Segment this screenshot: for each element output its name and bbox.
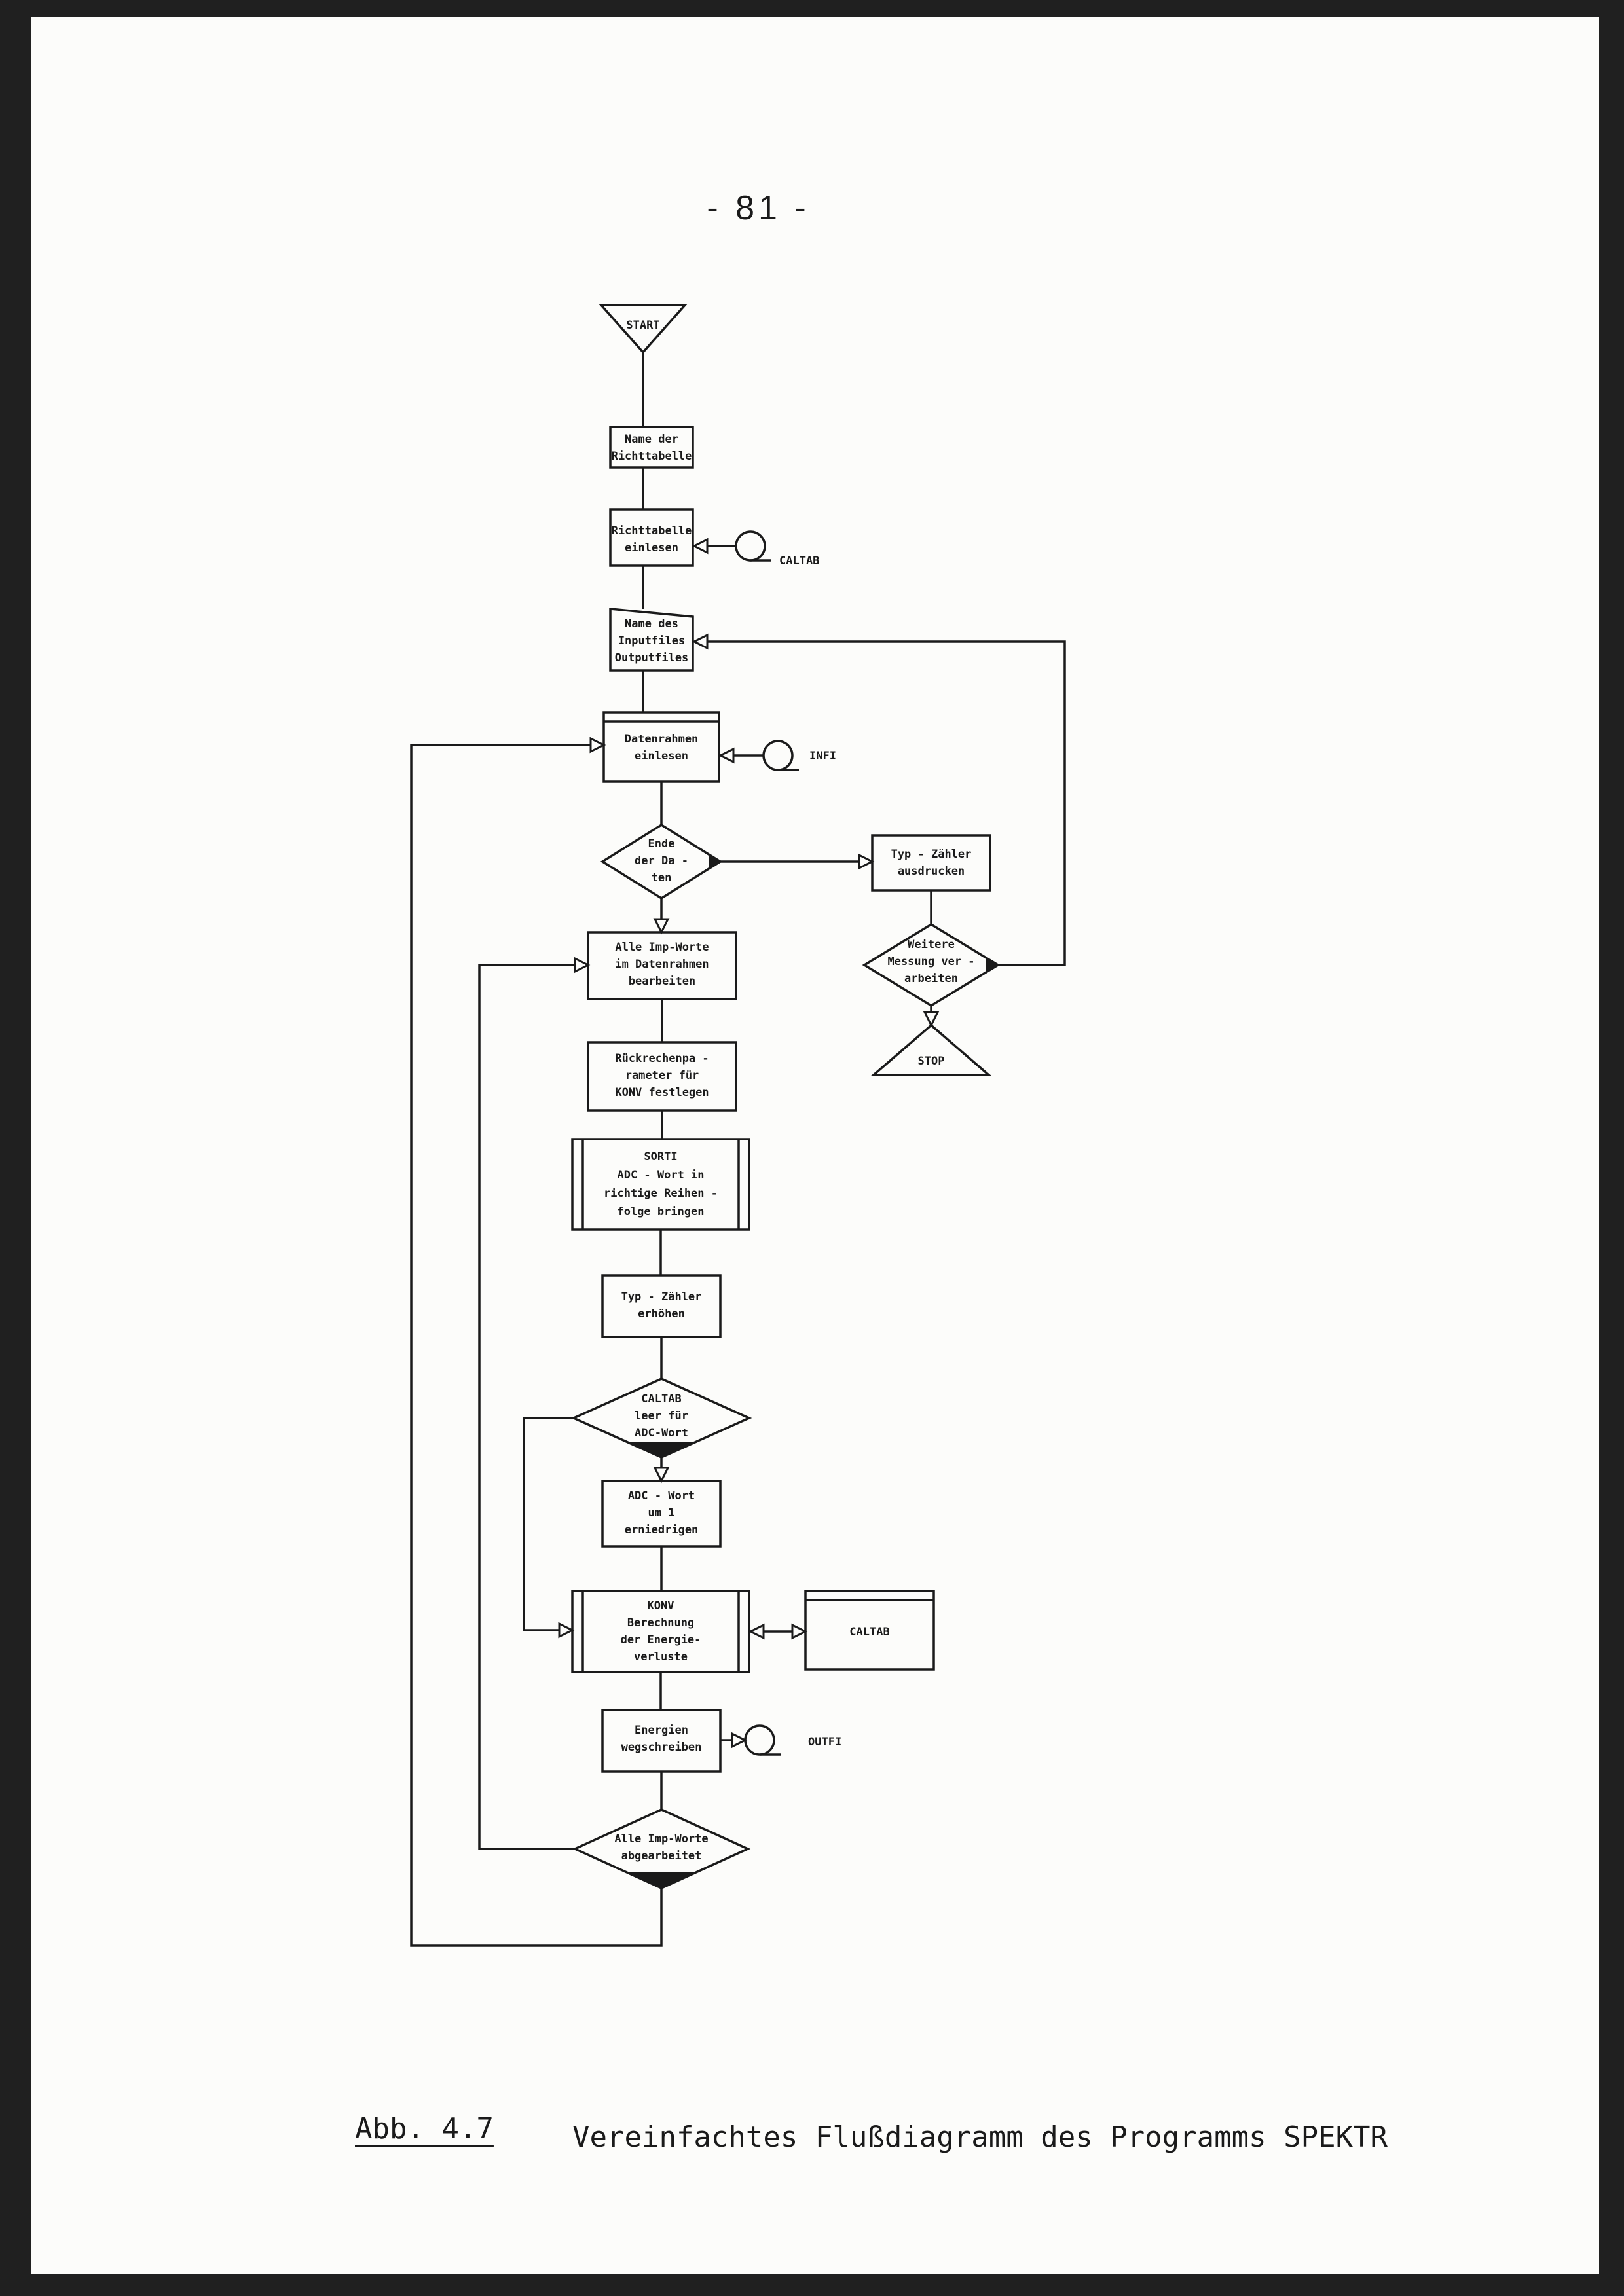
outfi-tape-label: OUTFI (808, 1736, 841, 1749)
infi-tape-source: INFI (718, 740, 836, 771)
weitere-line-3: arbeiten (904, 972, 958, 985)
process-typ-zaehler-erhoehen: Typ - Zähler erhöhen (601, 1274, 722, 1338)
process-typ-zaehler-ausdrucken: Typ - Zähler ausdrucken (871, 834, 991, 892)
ende-daten-line-2: der Da - (635, 854, 688, 867)
page-number: - 81 - (707, 189, 810, 227)
richttabelle-einlesen-line-1: Richttabelle (612, 524, 692, 538)
erhoehen-line-2: erhöhen (638, 1307, 685, 1321)
rueckrechen-line-2: rameter für (625, 1069, 699, 1082)
figure-caption: Vereinfachtes Flußdiagramm des Programms… (572, 2121, 1388, 2154)
decision-ende-der-daten: Ende der Da - ten (600, 823, 723, 900)
sorti-line-3: richtige Reihen - (604, 1187, 718, 1200)
datenrahmen-line-1: Datenrahmen (625, 733, 699, 746)
abgearbeitet-line-1: Alle Imp-Worte (614, 1832, 708, 1846)
konv-line-2: Berechnung (627, 1616, 694, 1630)
flowchart: START Name der Richttabelle Richttabelle… (410, 304, 1066, 1947)
decision-weitere-messung: Weitere Messung ver - arbeiten (862, 922, 1001, 1008)
caltab-tape-label: CALTAB (779, 555, 819, 568)
decision-caltab-leer: CALTAB leer für ADC-Wort (570, 1377, 752, 1459)
stop-terminal: STOP (870, 1023, 992, 1076)
erhoehen-line-1: Typ - Zähler (621, 1290, 702, 1303)
decision-alle-imp-worte-abgearbeitet: Alle Imp-Worte abgearbeitet (572, 1808, 751, 1889)
sorti-line-2: ADC - Wort in (617, 1169, 704, 1182)
erniedrigen-line-1: ADC - Wort (628, 1489, 695, 1503)
stop-label: STOP (918, 1055, 945, 1068)
ausdrucken-line-1: Typ - Zähler (891, 848, 972, 861)
ende-daten-line-3: ten (652, 871, 672, 884)
start-label: START (626, 319, 659, 332)
bearbeiten-line-1: Alle Imp-Worte (615, 941, 709, 954)
process-alle-imp-worte-bearbeiten: Alle Imp-Worte im Datenrahmen bearbeiten (587, 931, 737, 1000)
bearbeiten-line-2: im Datenrahmen (615, 958, 709, 971)
outfi-tape-sink: OUTFI (720, 1724, 841, 1756)
erniedrigen-line-3: erniedrigen (625, 1523, 699, 1537)
process-rueckrechenparameter: Rückrechenpa - rameter für KONV festlege… (587, 1041, 737, 1112)
file-names-line-2: Inputfiles (618, 634, 685, 647)
subroutine-konv: KONV Berechnung der Energie- verluste (571, 1590, 750, 1673)
document-page: - 81 - START Name der Richttabelle Richt… (31, 17, 1599, 2274)
file-names-line-1: Name des (625, 617, 678, 630)
input-file-names: Name des Inputfiles Outputfiles (609, 608, 694, 672)
figure-label: Abb. 4.7 (355, 2112, 494, 2145)
caltab-file-label: CALTAB (849, 1626, 889, 1639)
sorti-line-4: folge bringen (617, 1205, 704, 1218)
abgearbeitet-line-2: abgearbeitet (621, 1850, 702, 1863)
konv-line-4: verluste (634, 1650, 688, 1664)
caltab-file: CALTAB (804, 1590, 935, 1671)
process-datenrahmen-einlesen: Datenrahmen einlesen (602, 711, 720, 783)
ausdrucken-line-2: ausdrucken (898, 865, 965, 878)
infi-tape-label: INFI (809, 750, 836, 763)
konv-line-3: der Energie- (621, 1633, 701, 1647)
process-adc-wort-erniedrigen: ADC - Wort um 1 erniedrigen (601, 1480, 722, 1548)
caltab-leer-line-2: leer für (635, 1410, 688, 1423)
caltab-tape-source: CALTAB (692, 530, 819, 568)
weitere-line-1: Weitere (908, 938, 955, 951)
richttabelle-name-line-2: Richttabelle (612, 450, 692, 463)
energien-line-2: wegschreiben (621, 1741, 702, 1754)
rueckrechen-line-3: KONV festlegen (615, 1086, 709, 1099)
rueckrechen-line-1: Rückrechenpa - (615, 1052, 709, 1065)
caltab-leer-line-3: ADC-Wort (635, 1427, 688, 1440)
process-energien-wegschreiben: Energien wegschreiben (601, 1709, 722, 1773)
erniedrigen-line-2: um 1 (648, 1506, 675, 1520)
datenrahmen-line-2: einlesen (635, 750, 688, 763)
ende-daten-line-1: Ende (648, 837, 675, 850)
konv-line-1: KONV (648, 1599, 674, 1613)
sorti-line-1: SORTI (644, 1150, 677, 1163)
richttabelle-name-line-1: Name der (625, 433, 678, 446)
start-terminal: START (599, 304, 688, 354)
input-richttabelle-name: Name der Richttabelle (609, 426, 694, 469)
energien-line-1: Energien (635, 1724, 688, 1737)
subroutine-sorti: SORTI ADC - Wort in richtige Reihen - fo… (571, 1138, 750, 1231)
process-richttabelle-einlesen: Richttabelle einlesen (609, 508, 694, 567)
weitere-line-2: Messung ver - (887, 955, 974, 968)
caltab-leer-line-1: CALTAB (641, 1393, 681, 1406)
file-names-line-3: Outputfiles (615, 651, 689, 665)
bearbeiten-line-3: bearbeiten (629, 975, 695, 988)
richttabelle-einlesen-line-2: einlesen (625, 541, 678, 555)
